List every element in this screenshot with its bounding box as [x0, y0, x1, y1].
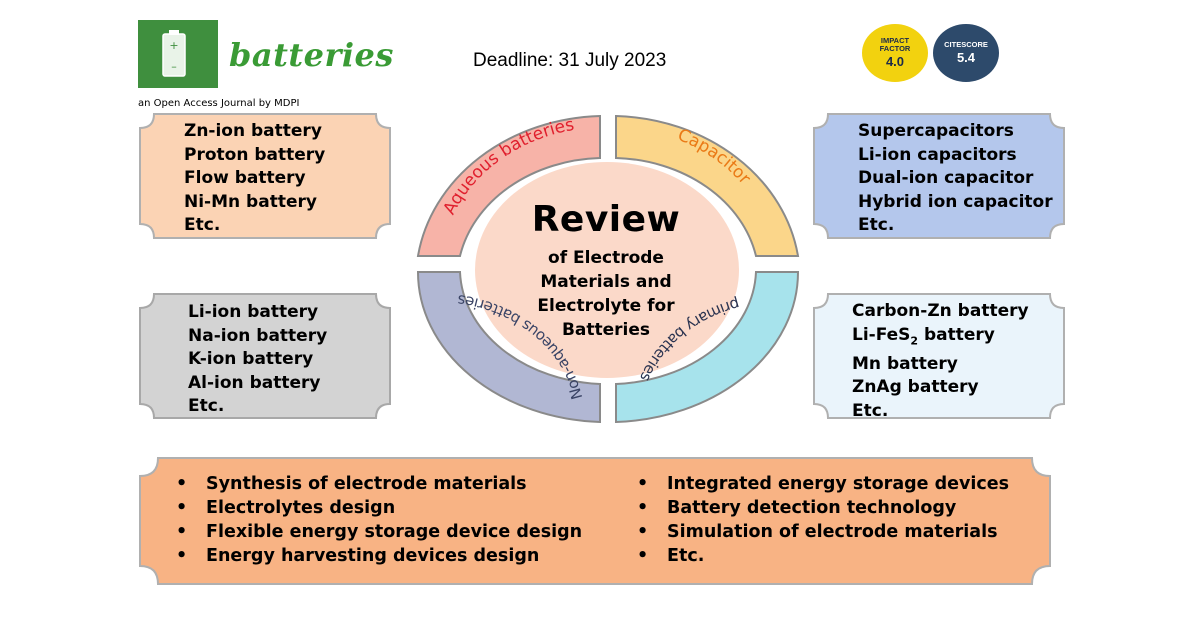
list-item: Li-FeS2 battery — [852, 324, 1029, 353]
list-item: Etc. — [184, 215, 221, 236]
review-subtitle-line: of Electrode — [548, 248, 664, 268]
bullet: • — [176, 498, 188, 518]
citescore-badge: CITESCORE 5.4 — [933, 24, 999, 82]
list-item: Li-ion battery — [188, 302, 319, 322]
citescore-label: CITESCORE — [944, 40, 988, 49]
topic-text: Flexible energy storage device design — [206, 522, 583, 542]
list-item: Etc. — [188, 396, 225, 417]
aqueous-box-shape — [139, 113, 391, 239]
list-item: Dual-ion capacitor — [858, 168, 1034, 189]
aqueous-segment — [416, 114, 601, 257]
topics-right-list: • Integrated energy storage devices • Batt… — [631, 472, 1009, 568]
list-item: Flow battery — [184, 168, 306, 189]
topic-item: • Electrolytes design — [170, 496, 582, 520]
topics-box-shape — [139, 457, 1051, 585]
impact-factor-label-2: FACTOR — [879, 44, 911, 53]
list-item: Ni-Mn battery — [184, 191, 317, 212]
review-center-text: Review of Electrode Materials and Electr… — [476, 200, 736, 342]
journal-logo: + – — [138, 20, 218, 88]
review-subtitle-line: Batteries — [561, 320, 651, 340]
topic-text: Synthesis of electrode materials — [206, 474, 527, 494]
svg-text:–: – — [171, 60, 177, 73]
list-item: ZnAg battery — [852, 377, 979, 398]
topic-text: Etc. — [667, 546, 705, 566]
non-aqueous-box-shape — [139, 293, 391, 419]
review-ring-diagram: Aqueous batteries Capacitor Non-aqueous … — [416, 114, 800, 424]
list-item: Etc. — [858, 215, 895, 236]
capacitor-segment — [615, 114, 800, 257]
list-item-text: Li-FeS — [852, 324, 911, 345]
bullet: • — [637, 498, 649, 518]
bullet: • — [637, 546, 649, 566]
topic-text: Simulation of electrode materials — [667, 522, 998, 542]
aqueous-list-box: Zn-ion battery Proton battery Flow batte… — [138, 112, 392, 240]
bullet: • — [637, 474, 649, 494]
topic-text: Integrated energy storage devices — [667, 474, 1010, 494]
list-item: Supercapacitors — [858, 121, 1014, 141]
primary-box-shape — [813, 293, 1065, 419]
bullet: • — [176, 522, 188, 542]
bullet: • — [176, 474, 188, 494]
citescore-value: 5.4 — [956, 50, 976, 65]
topic-item: • Energy harvesting devices design — [170, 544, 582, 568]
list-item-text: battery — [918, 324, 995, 345]
topic-item: • Etc. — [631, 544, 1009, 568]
topics-left-list: • Synthesis of electrode materials • Elect… — [170, 472, 582, 568]
topics-box: • Synthesis of electrode materials • Elect… — [138, 456, 1052, 586]
topic-text: Electrolytes design — [206, 498, 396, 518]
list-item: Etc. — [852, 400, 889, 421]
topic-text: Energy harvesting devices design — [206, 546, 540, 566]
list-item: Mn battery — [852, 353, 958, 374]
bullet: • — [176, 546, 188, 566]
list-item: Carbon-Zn battery — [852, 301, 1029, 321]
primary-segment — [615, 271, 800, 424]
capacitor-box-shape — [813, 113, 1065, 239]
list-item: Li-ion capacitors — [858, 144, 1017, 165]
non-aqueous-list-box: Li-ion battery Na-ion battery K-ion batt… — [138, 292, 392, 420]
list-item: K-ion battery — [188, 349, 314, 370]
list-item: Na-ion battery — [188, 325, 328, 346]
list-item: Zn-ion battery — [184, 121, 322, 141]
list-item: Hybrid ion capacitor — [858, 191, 1053, 212]
deadline-text: Deadline: 31 July 2023 — [473, 50, 667, 71]
topic-item: • Battery detection technology — [631, 496, 1009, 520]
topic-item: • Integrated energy storage devices — [631, 472, 1009, 496]
review-subtitle: of Electrode Materials and Electrolyte f… — [476, 246, 736, 342]
topic-item: • Flexible energy storage device design — [170, 520, 582, 544]
list-item: Proton battery — [184, 144, 326, 165]
non-aqueous-segment — [416, 271, 601, 424]
review-subtitle-line: Materials and — [540, 272, 672, 292]
topic-item: • Synthesis of electrode materials — [170, 472, 582, 496]
impact-factor-label-1: IMPACT — [880, 36, 910, 45]
review-subtitle-line: Electrolyte for — [537, 296, 675, 316]
capacitor-list-box: Supercapacitors Li-ion capacitors Dual-i… — [812, 112, 1066, 240]
impact-factor-value: 4.0 — [885, 54, 905, 69]
bullet: • — [637, 522, 649, 542]
svg-text:+: + — [169, 39, 178, 52]
subscript: 2 — [910, 333, 919, 347]
journal-subtitle: an Open Access Journal by MDPI — [138, 98, 300, 109]
review-title: Review — [531, 199, 681, 240]
list-item: Al-ion battery — [188, 372, 321, 393]
topic-item: • Simulation of electrode materials — [631, 520, 1009, 544]
primary-list-box: Carbon-Zn battery Li-FeS2 battery Mn bat… — [812, 292, 1066, 421]
journal-name: batteries — [229, 36, 394, 74]
battery-icon: + – — [162, 30, 186, 77]
review-core — [475, 162, 739, 378]
topic-text: Battery detection technology — [667, 498, 957, 518]
